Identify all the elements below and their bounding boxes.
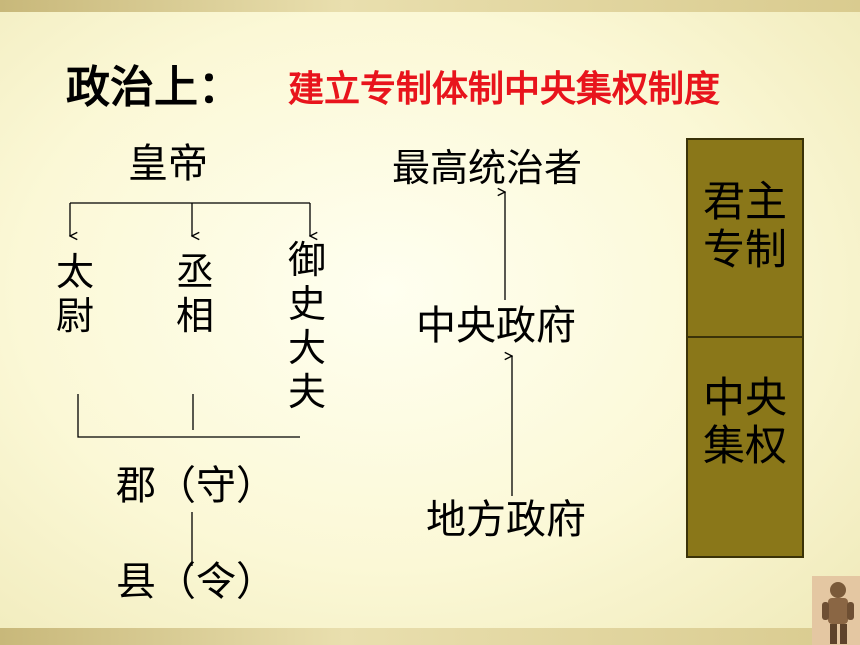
node-taiwei: 太尉 <box>55 250 94 338</box>
title-system: 建立专制体制中央集权制度 <box>288 69 721 110</box>
bracket-bottom <box>77 394 300 438</box>
node-county: 县（令） <box>116 559 276 605</box>
title-politics: 政治上： <box>66 62 242 113</box>
node-yushidafu: 御史大夫 <box>287 238 326 414</box>
node-supreme-ruler: 最高统治者 <box>392 146 583 190</box>
node-commandery: 郡（守） <box>116 463 276 509</box>
bottom-band <box>0 628 860 645</box>
top-band <box>0 0 860 12</box>
panel-autocracy: 君主专制 <box>702 177 787 274</box>
terracotta-warrior-image <box>812 576 860 645</box>
node-emperor: 皇帝 <box>128 141 208 187</box>
node-local-government: 地方政府 <box>426 497 586 543</box>
node-central-government: 中央政府 <box>416 303 576 349</box>
panel-centralization: 中央集权 <box>702 373 787 470</box>
node-chengxiang: 丞相 <box>175 250 214 338</box>
panel-divider <box>688 336 802 338</box>
system-panel: 君主专制 中央集权 <box>686 138 804 558</box>
